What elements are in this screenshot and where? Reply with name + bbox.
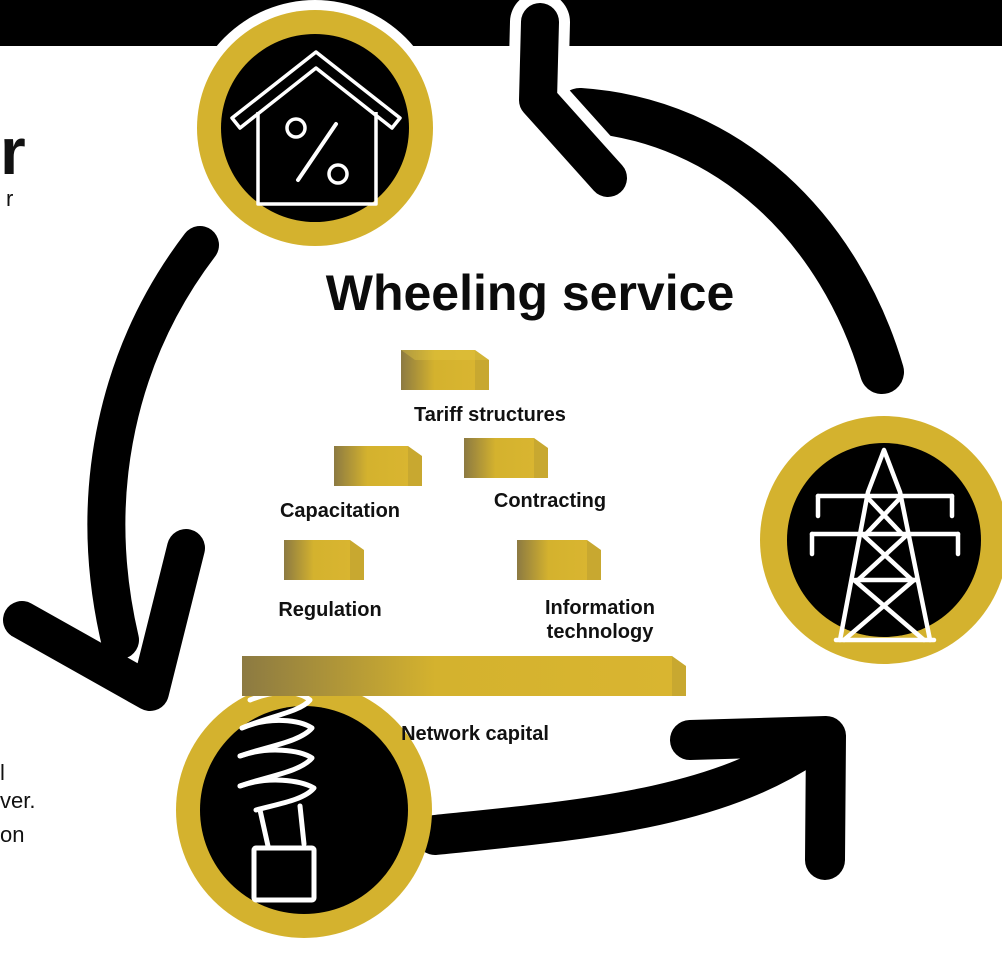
block-it bbox=[517, 540, 601, 580]
text-fragment-4: on bbox=[0, 822, 25, 847]
arrow-lower-right bbox=[415, 716, 846, 880]
label-it: Information technology bbox=[512, 596, 688, 644]
top-bar bbox=[0, 0, 1002, 46]
label-contracting: Contracting bbox=[493, 490, 607, 512]
text-fragment-2: l bbox=[0, 760, 5, 785]
transmission-tower-icon bbox=[809, 447, 961, 643]
label-it-line-1: Information bbox=[545, 597, 655, 619]
arrow-upper-right bbox=[508, 0, 904, 394]
label-it-line-2: technology bbox=[546, 621, 654, 643]
label-regulation: Regulation bbox=[278, 599, 382, 621]
tower-node bbox=[760, 416, 1002, 664]
heading-fragment: r bbox=[0, 114, 26, 188]
house-percent-icon bbox=[230, 50, 402, 206]
block-capital bbox=[242, 656, 686, 696]
text-fragment-1: r bbox=[6, 186, 14, 211]
text-fragment-3: ver. bbox=[0, 788, 36, 813]
block-regulation bbox=[284, 540, 364, 580]
bulb-node bbox=[176, 682, 432, 938]
block-tariff bbox=[401, 350, 489, 390]
block-contracting bbox=[464, 438, 548, 478]
block-capacitation bbox=[334, 446, 422, 486]
house-node bbox=[187, 0, 443, 256]
diagram-title: Wheeling service bbox=[325, 265, 735, 321]
label-capacitation: Capacitation bbox=[279, 500, 401, 522]
label-tariff: Tariff structures bbox=[414, 404, 566, 426]
label-capital: Network capital bbox=[401, 723, 549, 745]
arrow-left bbox=[3, 226, 219, 711]
